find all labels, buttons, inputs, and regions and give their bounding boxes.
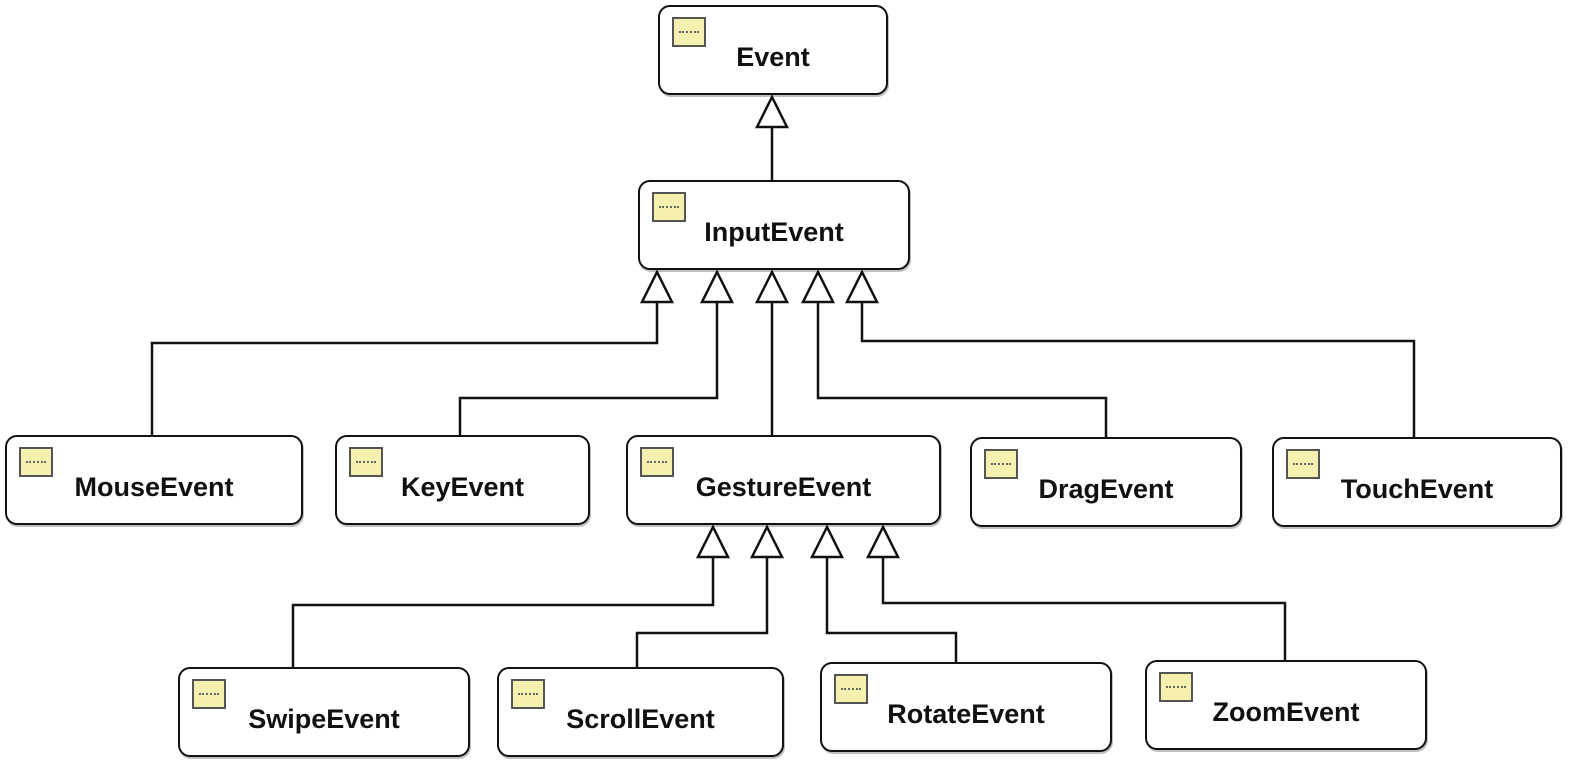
edge-zoom-to-gesture [865, 524, 1287, 660]
edge-swipe-to-gesture [291, 524, 731, 667]
generalization-arrowhead [754, 269, 790, 304]
class-icon [511, 679, 545, 709]
class-gesture-event[interactable]: GestureEvent [626, 435, 941, 525]
class-icon [984, 449, 1018, 479]
inheritance-line [825, 557, 958, 662]
generalization-arrowhead [844, 269, 880, 304]
class-name-zoom-event: ZoomEvent [1212, 697, 1360, 727]
class-name-key-event: KeyEvent [400, 472, 525, 502]
class-icon [640, 447, 674, 477]
class-name-swipe-event: SwipeEvent [248, 704, 400, 734]
class-icon [19, 447, 53, 477]
class-icon [1286, 449, 1320, 479]
class-icon [672, 17, 706, 47]
class-key-event[interactable]: KeyEvent [335, 435, 590, 525]
class-input-event[interactable]: InputEvent [638, 180, 910, 270]
class-name-scroll-event: ScrollEvent [566, 704, 715, 734]
class-mouse-event[interactable]: MouseEvent [5, 435, 303, 525]
class-icon [1159, 672, 1193, 702]
class-event[interactable]: Event [658, 5, 888, 95]
inheritance-line [291, 557, 715, 667]
generalization-arrowhead [699, 269, 735, 304]
edge-rotate-to-gesture [809, 524, 958, 662]
class-name-event: Event [736, 42, 810, 72]
edge-drag-to-input [800, 269, 1108, 437]
class-drag-event[interactable]: DragEvent [970, 437, 1242, 527]
inheritance-line [860, 302, 1416, 437]
class-scroll-event[interactable]: ScrollEvent [497, 667, 784, 757]
generalization-arrowhead [639, 269, 675, 304]
inheritance-line [881, 557, 1287, 660]
class-icon [834, 674, 868, 704]
class-swipe-event[interactable]: SwipeEvent [178, 667, 470, 757]
class-name-drag-event: DragEvent [1038, 474, 1174, 504]
class-name-input-event: InputEvent [704, 217, 844, 247]
class-name-rotate-event: RotateEvent [887, 699, 1045, 729]
class-zoom-event[interactable]: ZoomEvent [1145, 660, 1427, 750]
class-icon [192, 679, 226, 709]
edge-mouse-to-input [150, 269, 675, 435]
generalization-arrowhead [800, 269, 836, 304]
class-name-gesture-event: GestureEvent [695, 472, 872, 502]
inheritance-line [635, 557, 769, 667]
edge-gesture-to-input [754, 269, 790, 435]
class-touch-event[interactable]: TouchEvent [1272, 437, 1562, 527]
class-icon [652, 192, 686, 222]
inheritance-line [816, 302, 1108, 437]
edge-key-to-input [458, 269, 735, 435]
class-rotate-event[interactable]: RotateEvent [820, 662, 1112, 752]
class-name-touch-event: TouchEvent [1340, 474, 1494, 504]
inheritance-line [150, 302, 659, 435]
generalization-arrowhead [809, 524, 845, 559]
class-icon [349, 447, 383, 477]
generalization-arrowhead [749, 524, 785, 559]
generalization-arrowhead [754, 94, 790, 129]
edge-scroll-to-gesture [635, 524, 785, 667]
generalization-arrowhead [695, 524, 731, 559]
inheritance-line [458, 302, 719, 435]
class-name-mouse-event: MouseEvent [74, 472, 234, 502]
edge-input-to-event [754, 94, 790, 180]
generalization-arrowhead [865, 524, 901, 559]
edge-touch-to-input [844, 269, 1416, 437]
